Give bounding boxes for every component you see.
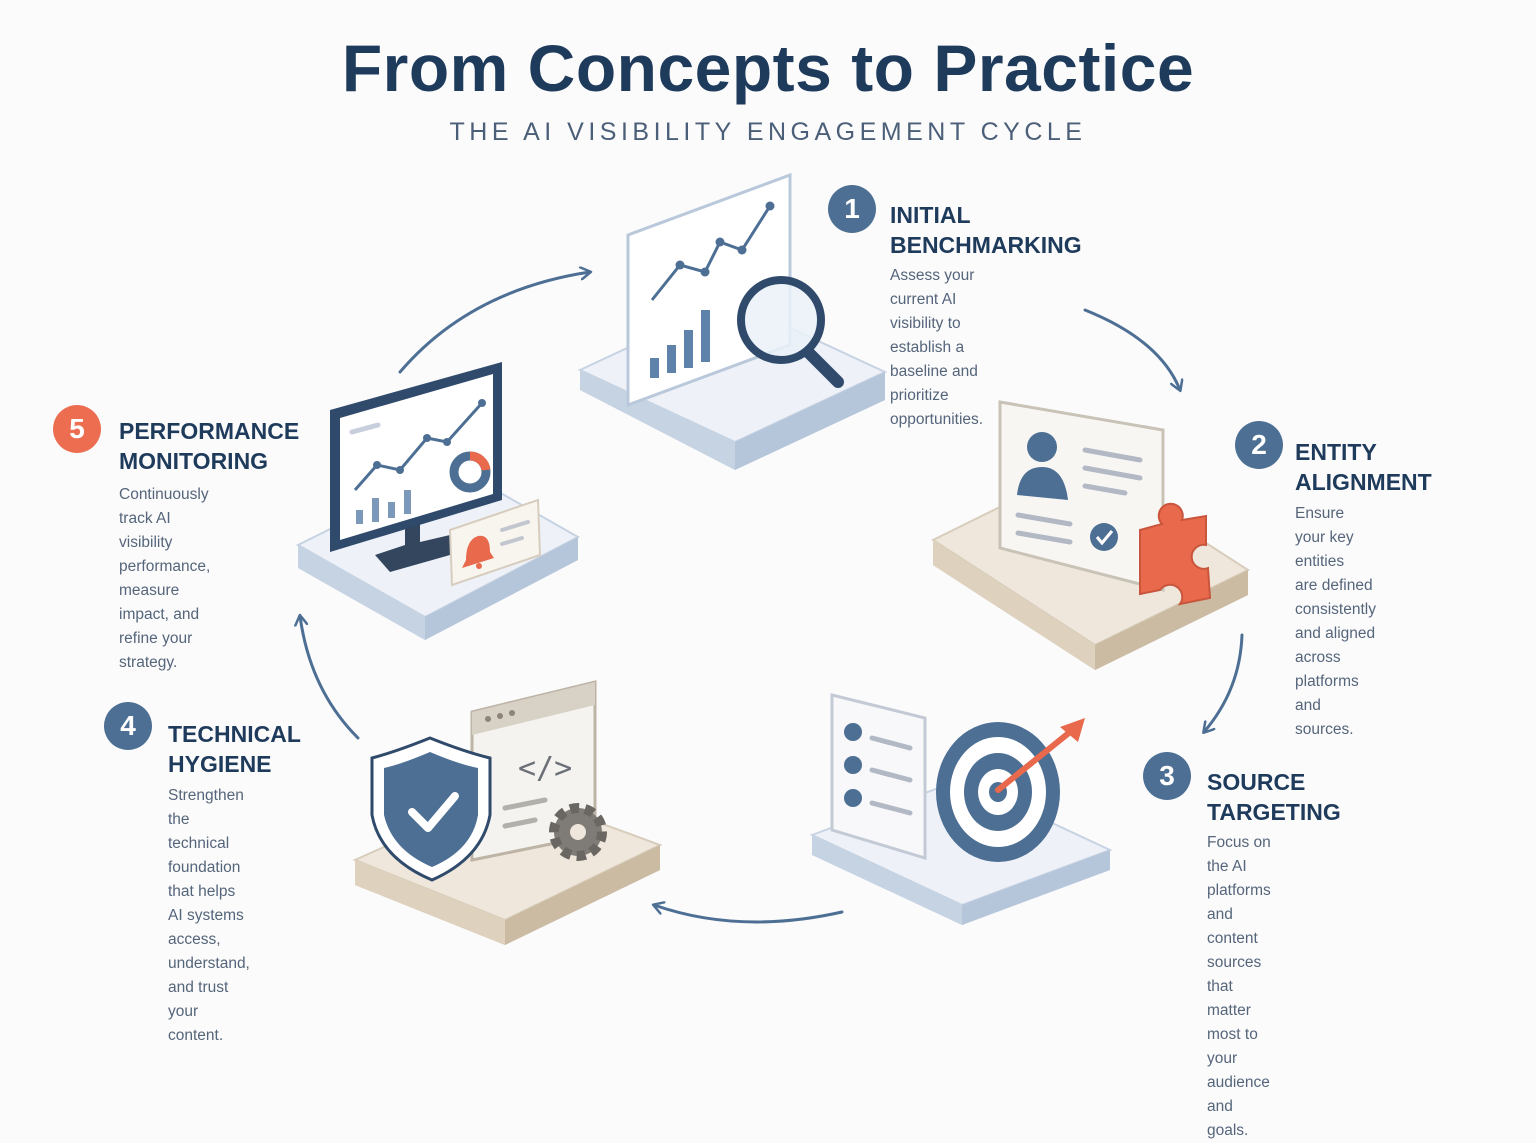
step-1-description: Assess your current AI visibility to est… (890, 267, 984, 428)
arrow-3-to-4 (654, 905, 844, 924)
arrow-4-to-5 (300, 616, 360, 740)
step-5-badge: 5 (53, 405, 101, 453)
step-2-description: Ensure your key entities are defined con… (1295, 505, 1376, 738)
arrow-1-to-2 (1083, 308, 1180, 390)
arrow-5-to-1 (398, 272, 590, 374)
step-1-badge: 1 (828, 185, 876, 233)
step-3-description: Focus on the AI platforms and content so… (1207, 834, 1271, 1139)
cycle-arrows (300, 272, 1244, 924)
step-4-badge: 4 (104, 702, 152, 750)
step-5-description: Continuously track AI visibility perform… (119, 486, 211, 671)
monitor-dashboard-bell-icon (295, 362, 581, 640)
svg-text:</>: </> (518, 751, 572, 786)
page-subtitle: THE AI VISIBILITY ENGAGEMENT CYCLE (449, 118, 1087, 146)
step-4-title: TECHNICAL HYGIENE (168, 721, 301, 777)
page-title: From Concepts to Practice (341, 31, 1195, 105)
step-2-title: ENTITY ALIGNMENT (1295, 439, 1432, 495)
step-3-badge: 3 (1143, 752, 1191, 800)
checklist-target-icon (809, 693, 1113, 925)
cycle-illustration: </> (0, 172, 1251, 945)
step-5-title: PERFORMANCE MONITORING (119, 418, 300, 474)
profile-card-puzzle-icon (930, 400, 1251, 670)
arrow-2-to-3 (1204, 633, 1244, 732)
step-1-title: INITIAL BENCHMARKING (890, 202, 1082, 258)
analytics-chart-magnifier-icon (577, 172, 888, 470)
step-4-description: Strengthen the technical foundation that… (168, 787, 250, 1044)
shield-code-gear-icon: </> (352, 680, 663, 945)
step-3-title: SOURCE TARGETING (1207, 769, 1341, 825)
step-2-badge: 2 (1235, 421, 1283, 469)
